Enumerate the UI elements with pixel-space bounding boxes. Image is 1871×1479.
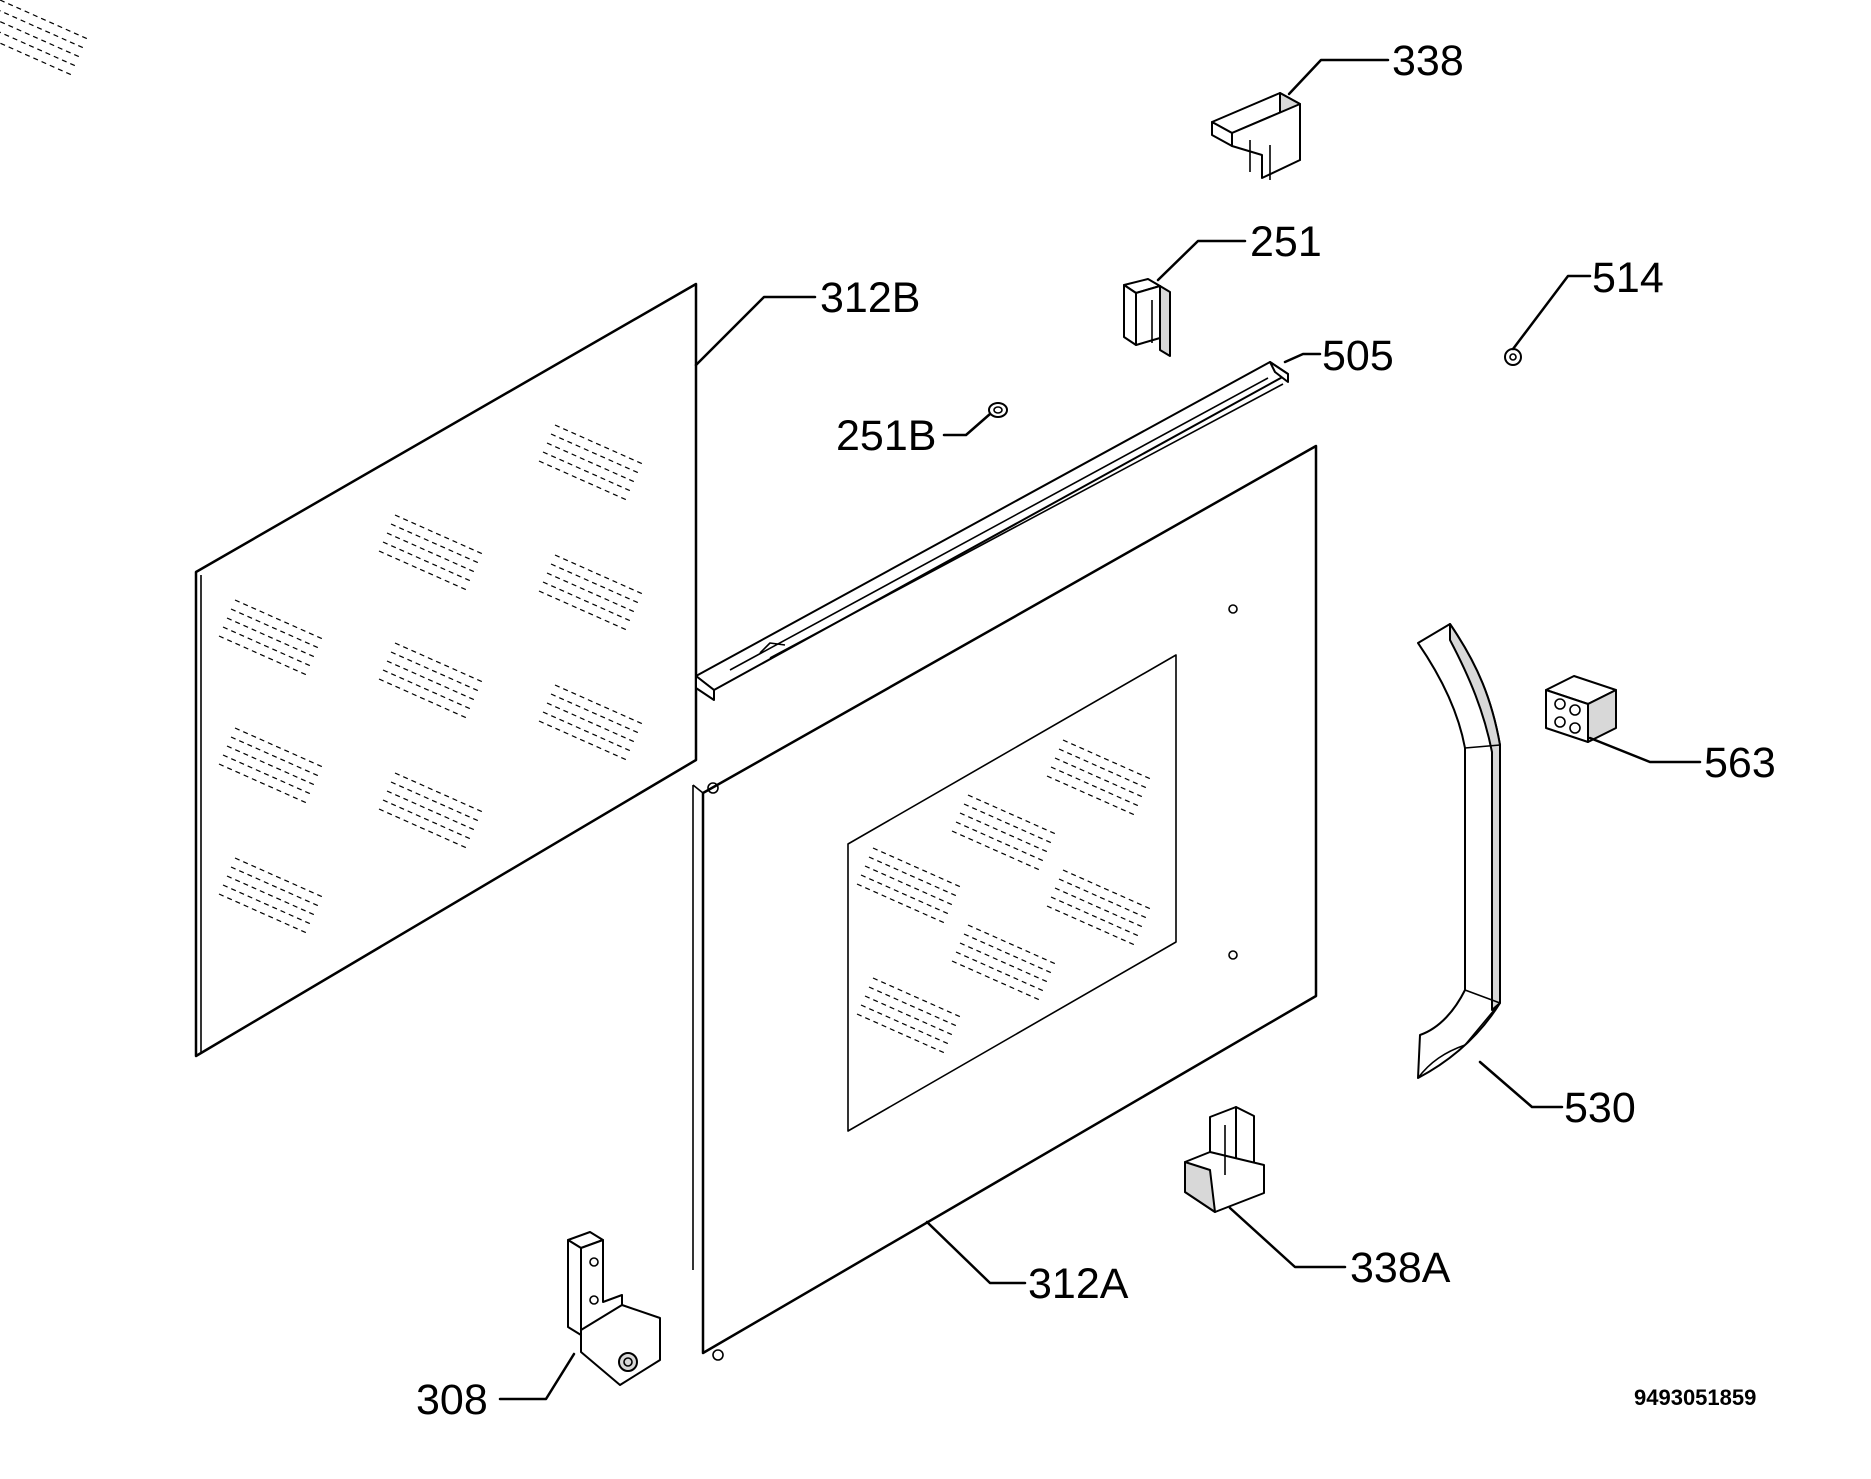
label-530: 530 — [1564, 1084, 1636, 1132]
leader-338 — [1287, 58, 1390, 96]
label-312b: 312B — [820, 274, 920, 322]
panel-312b-hatch-pattern — [0, 0, 646, 935]
document-number: 9493051859 — [1634, 1385, 1756, 1410]
leader-338a — [1228, 1206, 1347, 1269]
leader-251 — [1156, 239, 1247, 282]
leader-312b — [694, 295, 817, 367]
leader-312a — [925, 1220, 1027, 1285]
label-338: 338 — [1392, 37, 1464, 85]
label-514: 514 — [1592, 254, 1664, 302]
screw-514 — [1504, 348, 1522, 366]
label-563: 563 — [1704, 739, 1776, 787]
leader-505 — [1283, 352, 1322, 364]
connector-block-563 — [1545, 675, 1617, 743]
label-251: 251 — [1250, 218, 1322, 266]
leader-251b — [942, 412, 992, 437]
leader-308 — [498, 1352, 576, 1401]
leader-514 — [1511, 274, 1592, 351]
part-labels: 338 251 514 312B 505 251B 563 530 312A 3… — [416, 37, 1776, 1424]
label-312a: 312A — [1028, 1260, 1129, 1308]
leader-563 — [1588, 736, 1702, 764]
door-window-area — [847, 654, 1177, 1132]
outer-door-glass-312a — [692, 444, 1318, 1361]
door-handle-530 — [1417, 623, 1501, 1079]
bottom-end-cap-338a — [1184, 1106, 1265, 1213]
leader-lines — [498, 58, 1702, 1401]
bushing-251b — [988, 402, 1008, 418]
label-505: 505 — [1322, 332, 1394, 380]
top-profile-rail-505 — [695, 361, 1289, 701]
clip-251 — [1123, 278, 1171, 357]
top-end-cap-338 — [1211, 92, 1301, 180]
label-338a: 338A — [1350, 1244, 1451, 1292]
leader-530 — [1478, 1060, 1564, 1109]
hinge-308 — [567, 1231, 661, 1386]
label-308: 308 — [416, 1376, 488, 1424]
inner-glass-panel-312b — [0, 0, 698, 1058]
label-251b: 251B — [836, 412, 936, 460]
